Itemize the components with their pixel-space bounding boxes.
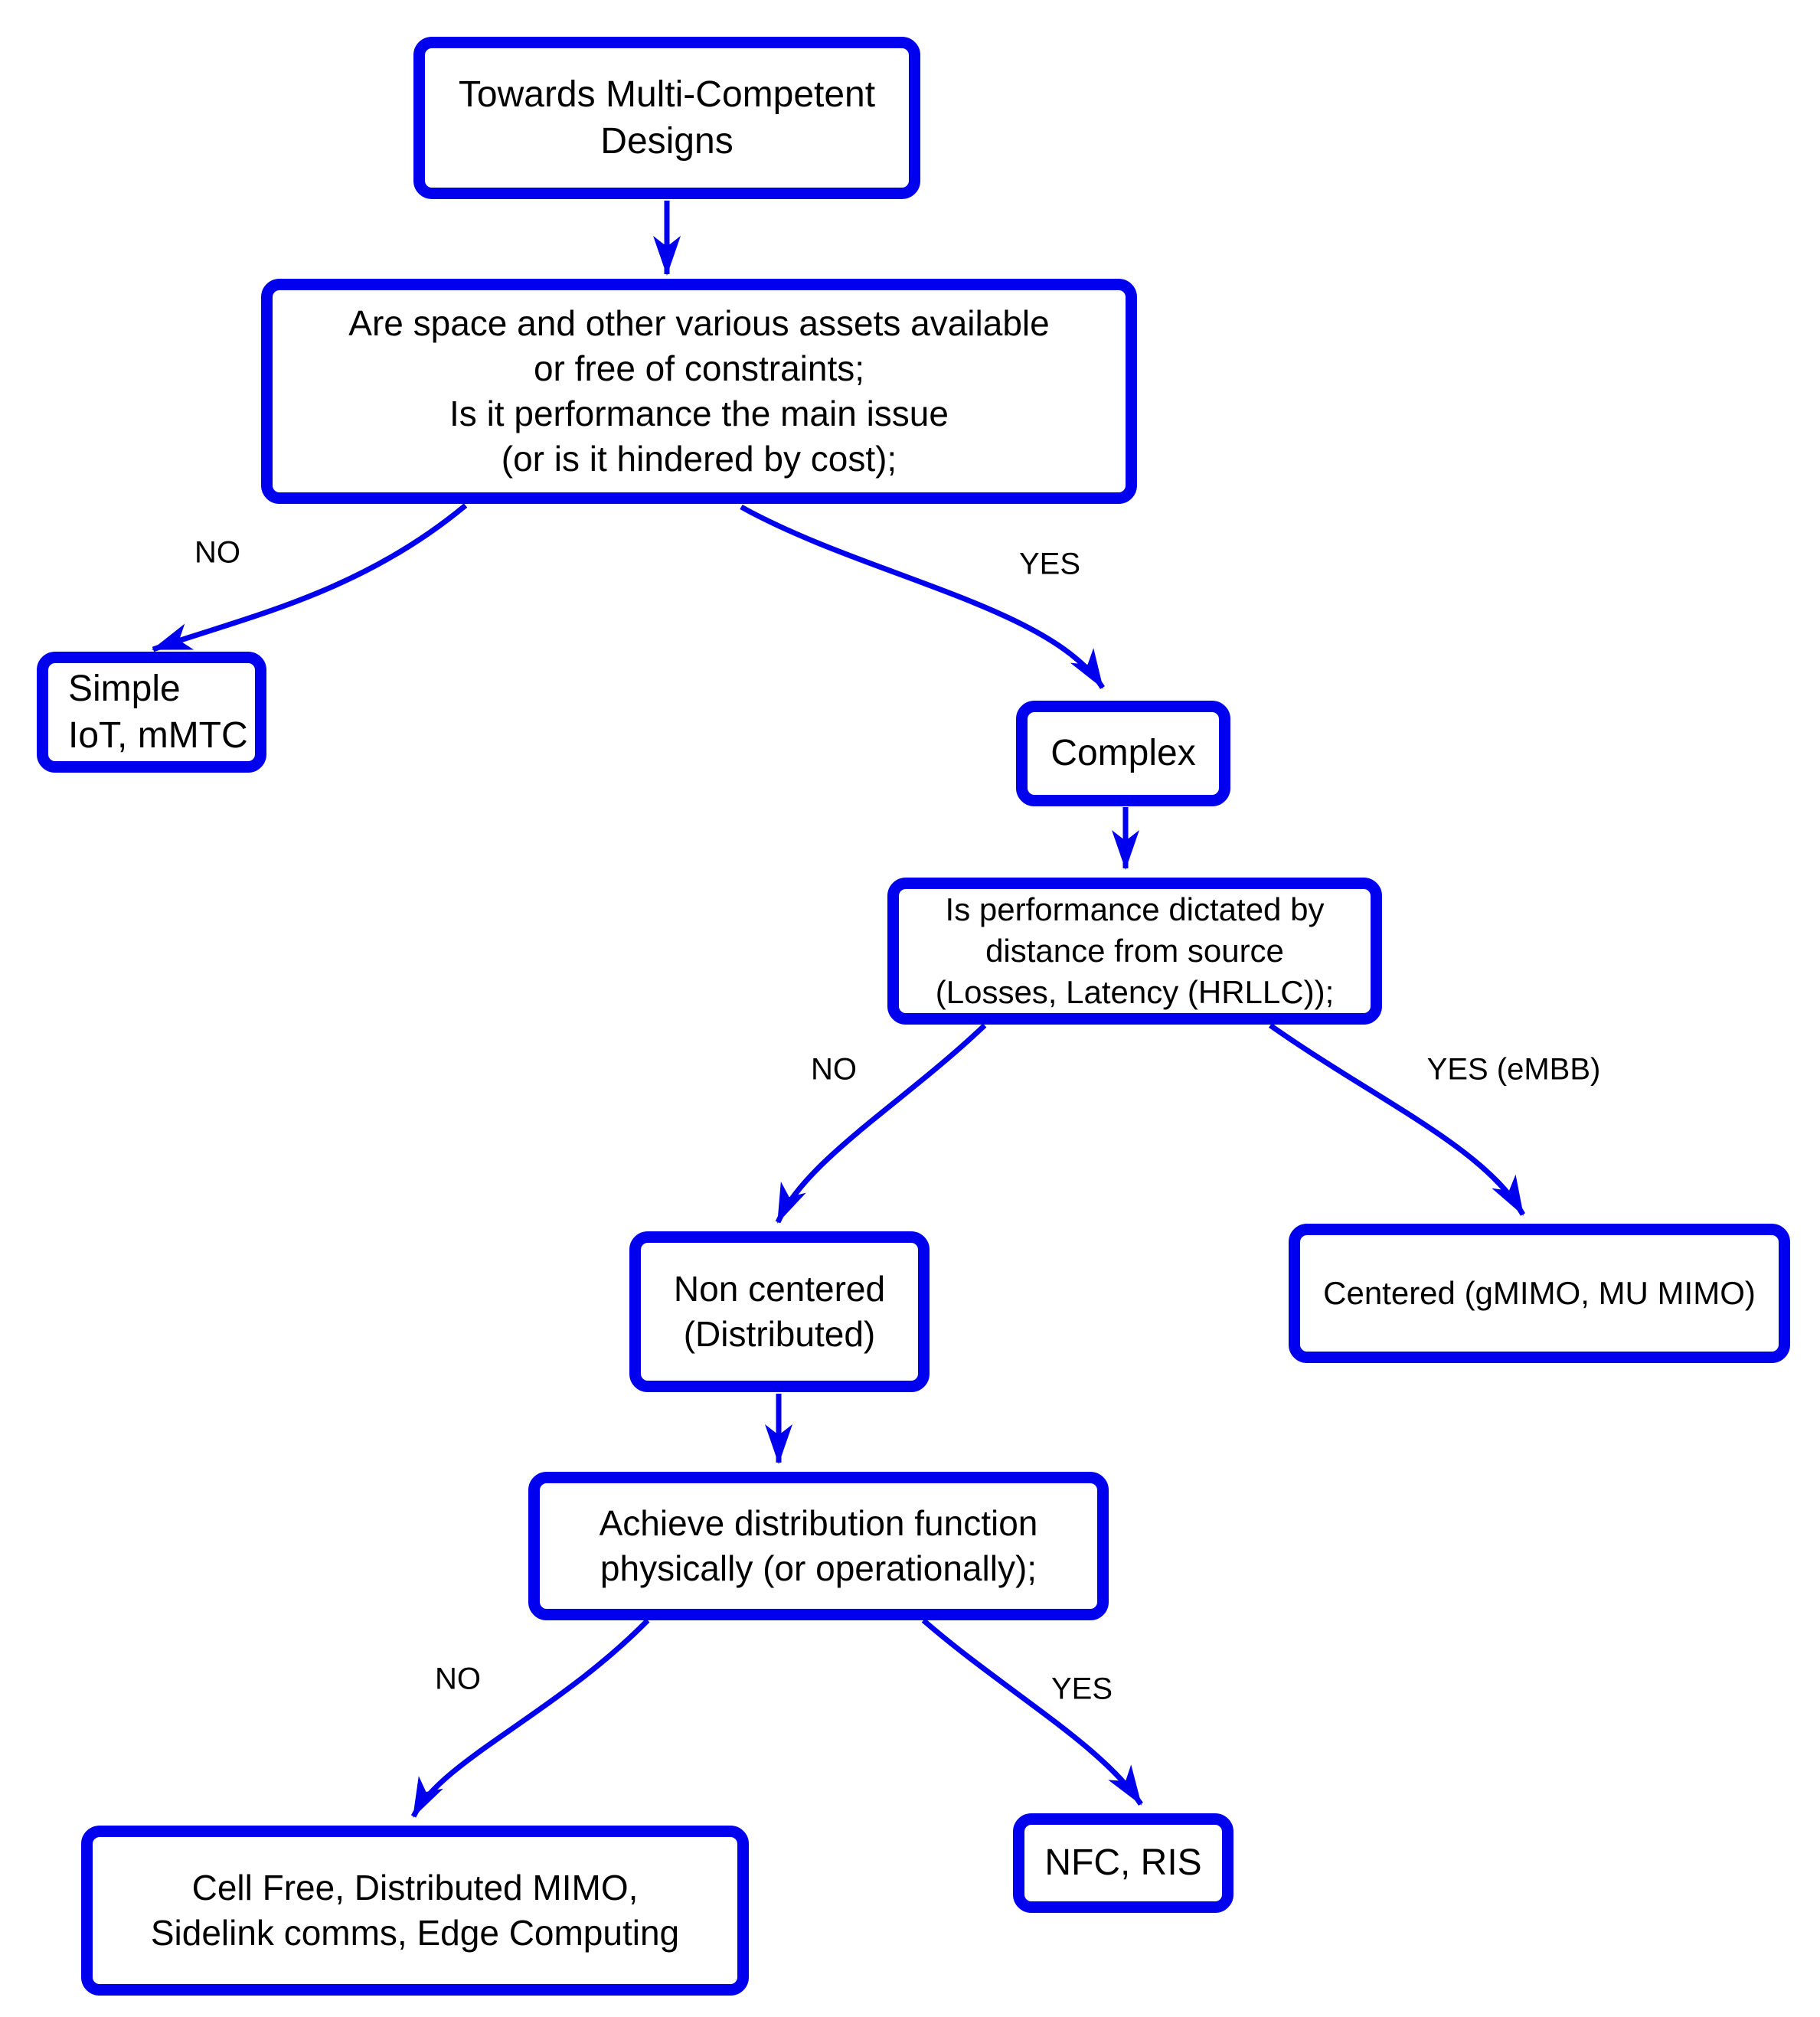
node-start-line: Towards Multi-Competent xyxy=(458,74,876,115)
node-start-line: Designs xyxy=(600,121,734,162)
node-cell-free: Cell Free, Distributed MIMO, Sidelink co… xyxy=(81,1826,749,1996)
node-question-assets-line: (or is it hindered by cost); xyxy=(501,438,897,479)
node-simple-iot-mmtc: Simple IoT, mMTC xyxy=(37,652,266,773)
node-complex-line: Complex xyxy=(1051,733,1196,774)
node-question-distance-line: Is performance dictated by xyxy=(945,891,1325,928)
edge-q-assets-no-to-simple xyxy=(152,503,468,652)
edge-q-distance-no-to-non-centered xyxy=(775,1023,987,1224)
node-question-assets-line: Are space and other various assets avail… xyxy=(348,303,1050,344)
edge-label-no-distribution: NO xyxy=(435,1662,481,1696)
node-question-distribution-line: physically (or operationally); xyxy=(600,1548,1037,1588)
node-non-centered: Non centered (Distributed) xyxy=(629,1231,930,1392)
edge-label-no-distance: NO xyxy=(811,1052,857,1087)
node-simple-line: IoT, mMTC xyxy=(68,715,248,756)
node-nfc-ris: NFC, RIS xyxy=(1013,1813,1233,1913)
node-non-centered-line: Non centered xyxy=(673,1269,886,1309)
node-start: Towards Multi-Competent Designs xyxy=(413,37,920,199)
edge-q-distance-yes-to-centered xyxy=(1268,1023,1526,1216)
node-cell-free-line: Cell Free, Distributed MIMO, xyxy=(191,1868,639,1908)
node-question-distance-line: distance from source xyxy=(985,933,1284,969)
node-cell-free-line: Sidelink comms, Edge Computing xyxy=(150,1913,680,1953)
edge-q-assets-yes-to-complex xyxy=(740,504,1105,689)
node-question-distribution: Achieve distribution function physically… xyxy=(528,1472,1109,1620)
node-centered: Centered (gMIMO, MU MIMO) xyxy=(1289,1224,1790,1363)
edge-label-no-assets: NO xyxy=(194,535,240,570)
node-nfc-ris-line: NFC, RIS xyxy=(1044,1842,1202,1884)
edge-label-yes-distribution: YES xyxy=(1051,1672,1113,1706)
node-complex: Complex xyxy=(1016,701,1230,806)
edge-q-distribution-yes-to-nfc-ris xyxy=(921,1618,1143,1806)
edge-label-yes-embb: YES (eMBB) xyxy=(1426,1052,1601,1087)
node-question-assets-line: or free of constraints; xyxy=(533,348,865,389)
node-simple-line: Simple xyxy=(68,668,181,709)
edge-label-yes-assets: YES xyxy=(1018,547,1081,581)
node-question-distance: Is performance dictated by distance from… xyxy=(887,878,1382,1025)
node-question-assets: Are space and other various assets avail… xyxy=(261,279,1137,504)
edge-q-distribution-no-to-cell-free xyxy=(410,1618,650,1818)
node-non-centered-line: (Distributed) xyxy=(683,1314,876,1354)
node-question-distance-line: (Losses, Latency (HRLLC)); xyxy=(935,973,1335,1010)
node-question-distribution-line: Achieve distribution function xyxy=(599,1503,1038,1544)
node-question-assets-line: Is it performance the main issue xyxy=(449,394,949,433)
node-centered-line: Centered (gMIMO, MU MIMO) xyxy=(1323,1275,1756,1312)
